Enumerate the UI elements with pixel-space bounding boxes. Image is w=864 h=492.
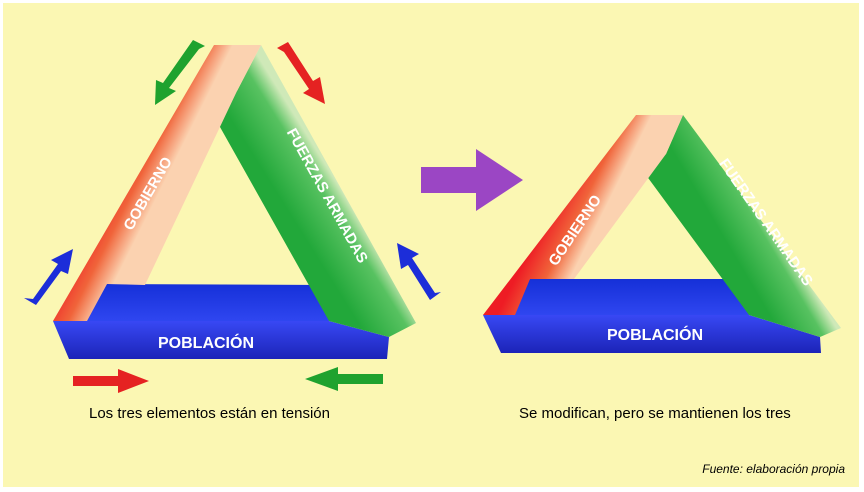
- population-band: [483, 315, 821, 353]
- population-band: [53, 321, 389, 359]
- population-label: POBLACIÓN: [607, 325, 703, 344]
- triangle-diagram-left: GOBIERNO FUERZAS ARMADAS POBLACIÓN: [24, 40, 441, 393]
- government-band: [483, 115, 683, 315]
- government-band: [53, 45, 261, 321]
- arrow-left-icon: [305, 367, 383, 391]
- triangle-diagram-right: GOBIERNO FUERZAS ARMADAS POBLACIÓN: [483, 115, 841, 353]
- arrow-down-icon: [277, 42, 325, 104]
- armed-forces-band: [643, 115, 841, 337]
- figure-svg: GOBIERNO FUERZAS ARMADAS POBLACIÓN GOBIE…: [24, 40, 841, 393]
- source-note: Fuente: elaboración propia: [702, 462, 845, 476]
- caption-right: Se modifican, pero se mantienen los tres: [519, 405, 791, 422]
- population-label: POBLACIÓN: [158, 333, 254, 352]
- arrow-right-icon: [73, 369, 149, 393]
- arrow-down-icon: [155, 40, 205, 105]
- caption-left: Los tres elementos están en tensión: [89, 405, 330, 422]
- population-band-top: [53, 284, 329, 321]
- armed-forces-band: [211, 45, 416, 337]
- arrow-up-icon: [397, 243, 441, 300]
- figure-canvas: GOBIERNO FUERZAS ARMADAS POBLACIÓN GOBIE…: [3, 3, 859, 487]
- population-band-top: [483, 279, 749, 315]
- transition-arrow-icon: [421, 149, 523, 211]
- arrow-up-icon: [24, 249, 73, 305]
